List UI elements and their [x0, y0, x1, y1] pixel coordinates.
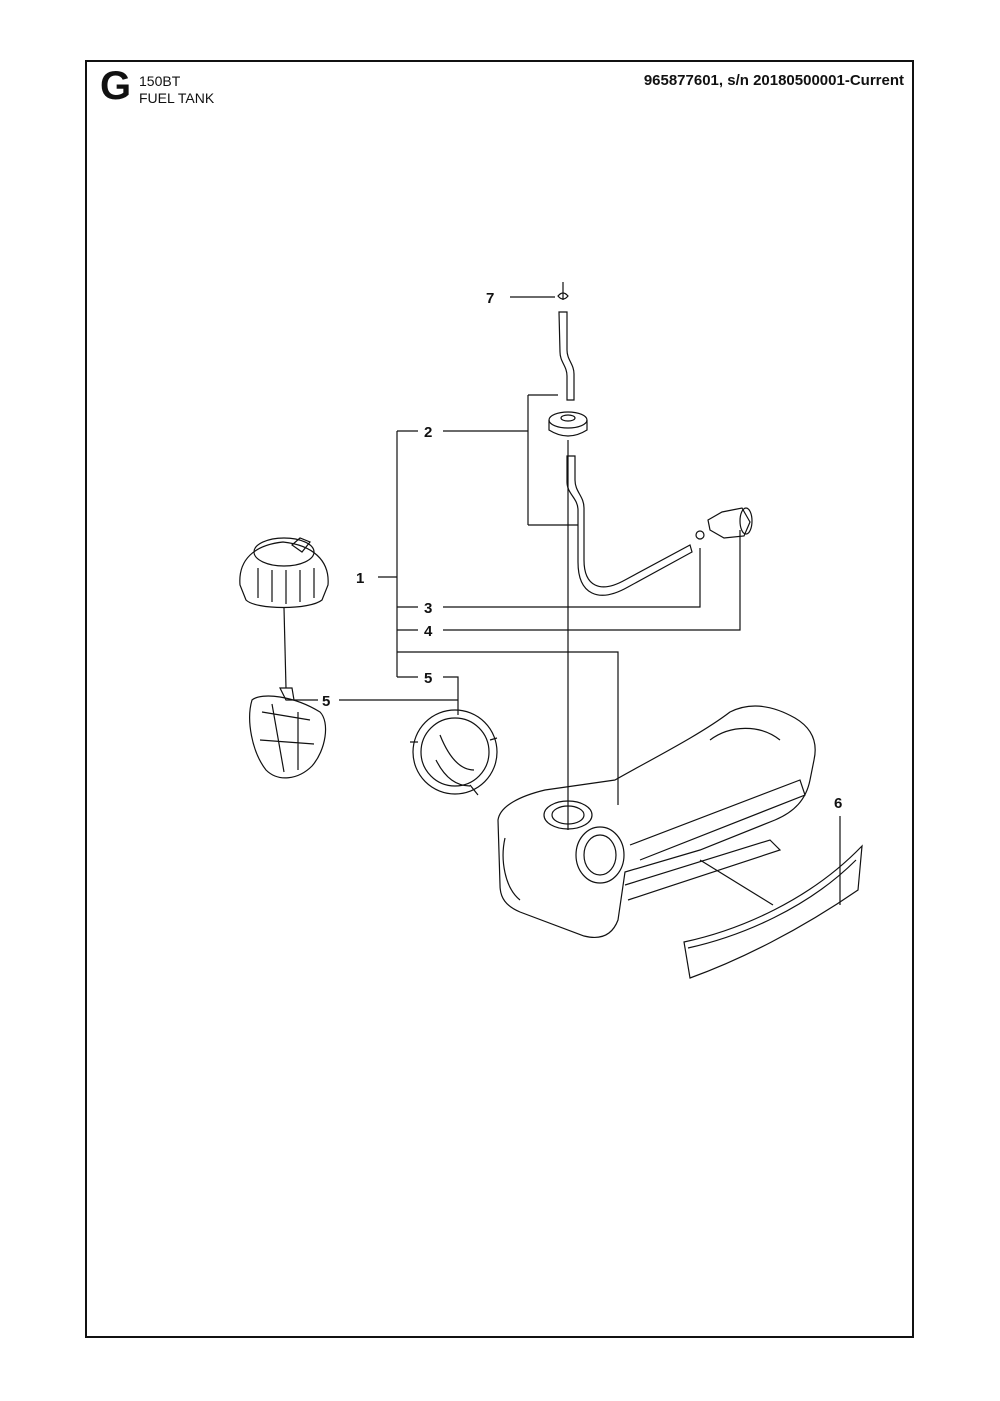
leader-tank [397, 651, 619, 805]
serial-range: 965877601, s/n 20180500001-Current [643, 72, 904, 89]
section-letter: G [100, 64, 132, 108]
leader-5-right [443, 676, 459, 715]
page-frame [85, 60, 914, 1338]
tank-filler-neck [575, 826, 625, 884]
fuel-cap [239, 541, 329, 609]
hose-clip-3 [695, 530, 705, 540]
callout-1: 1 [356, 570, 364, 587]
decal-6 [683, 844, 863, 979]
leader-4 [443, 530, 741, 631]
clamp-7 [557, 292, 569, 300]
callout-3: 3 [424, 600, 432, 617]
fuel-hose [566, 455, 693, 596]
page-title: FUEL TANK [139, 90, 215, 106]
fuel-cap-alt-5 [412, 709, 498, 795]
callout-2: 2 [424, 424, 432, 441]
fuel-filter-4 [707, 507, 751, 539]
fuel-pickup-filter-5 [249, 695, 327, 779]
callout-5-left: 5 [322, 693, 330, 710]
model-name: 150BT [139, 73, 181, 89]
return-hose [558, 311, 575, 401]
callout-4: 4 [424, 623, 433, 640]
leader-3 [443, 548, 701, 608]
callout-5-right: 5 [424, 670, 432, 687]
callout-6: 6 [834, 795, 842, 812]
fuel-tank [497, 705, 816, 939]
callout-7: 7 [486, 290, 494, 307]
cap-strap [283, 607, 287, 689]
